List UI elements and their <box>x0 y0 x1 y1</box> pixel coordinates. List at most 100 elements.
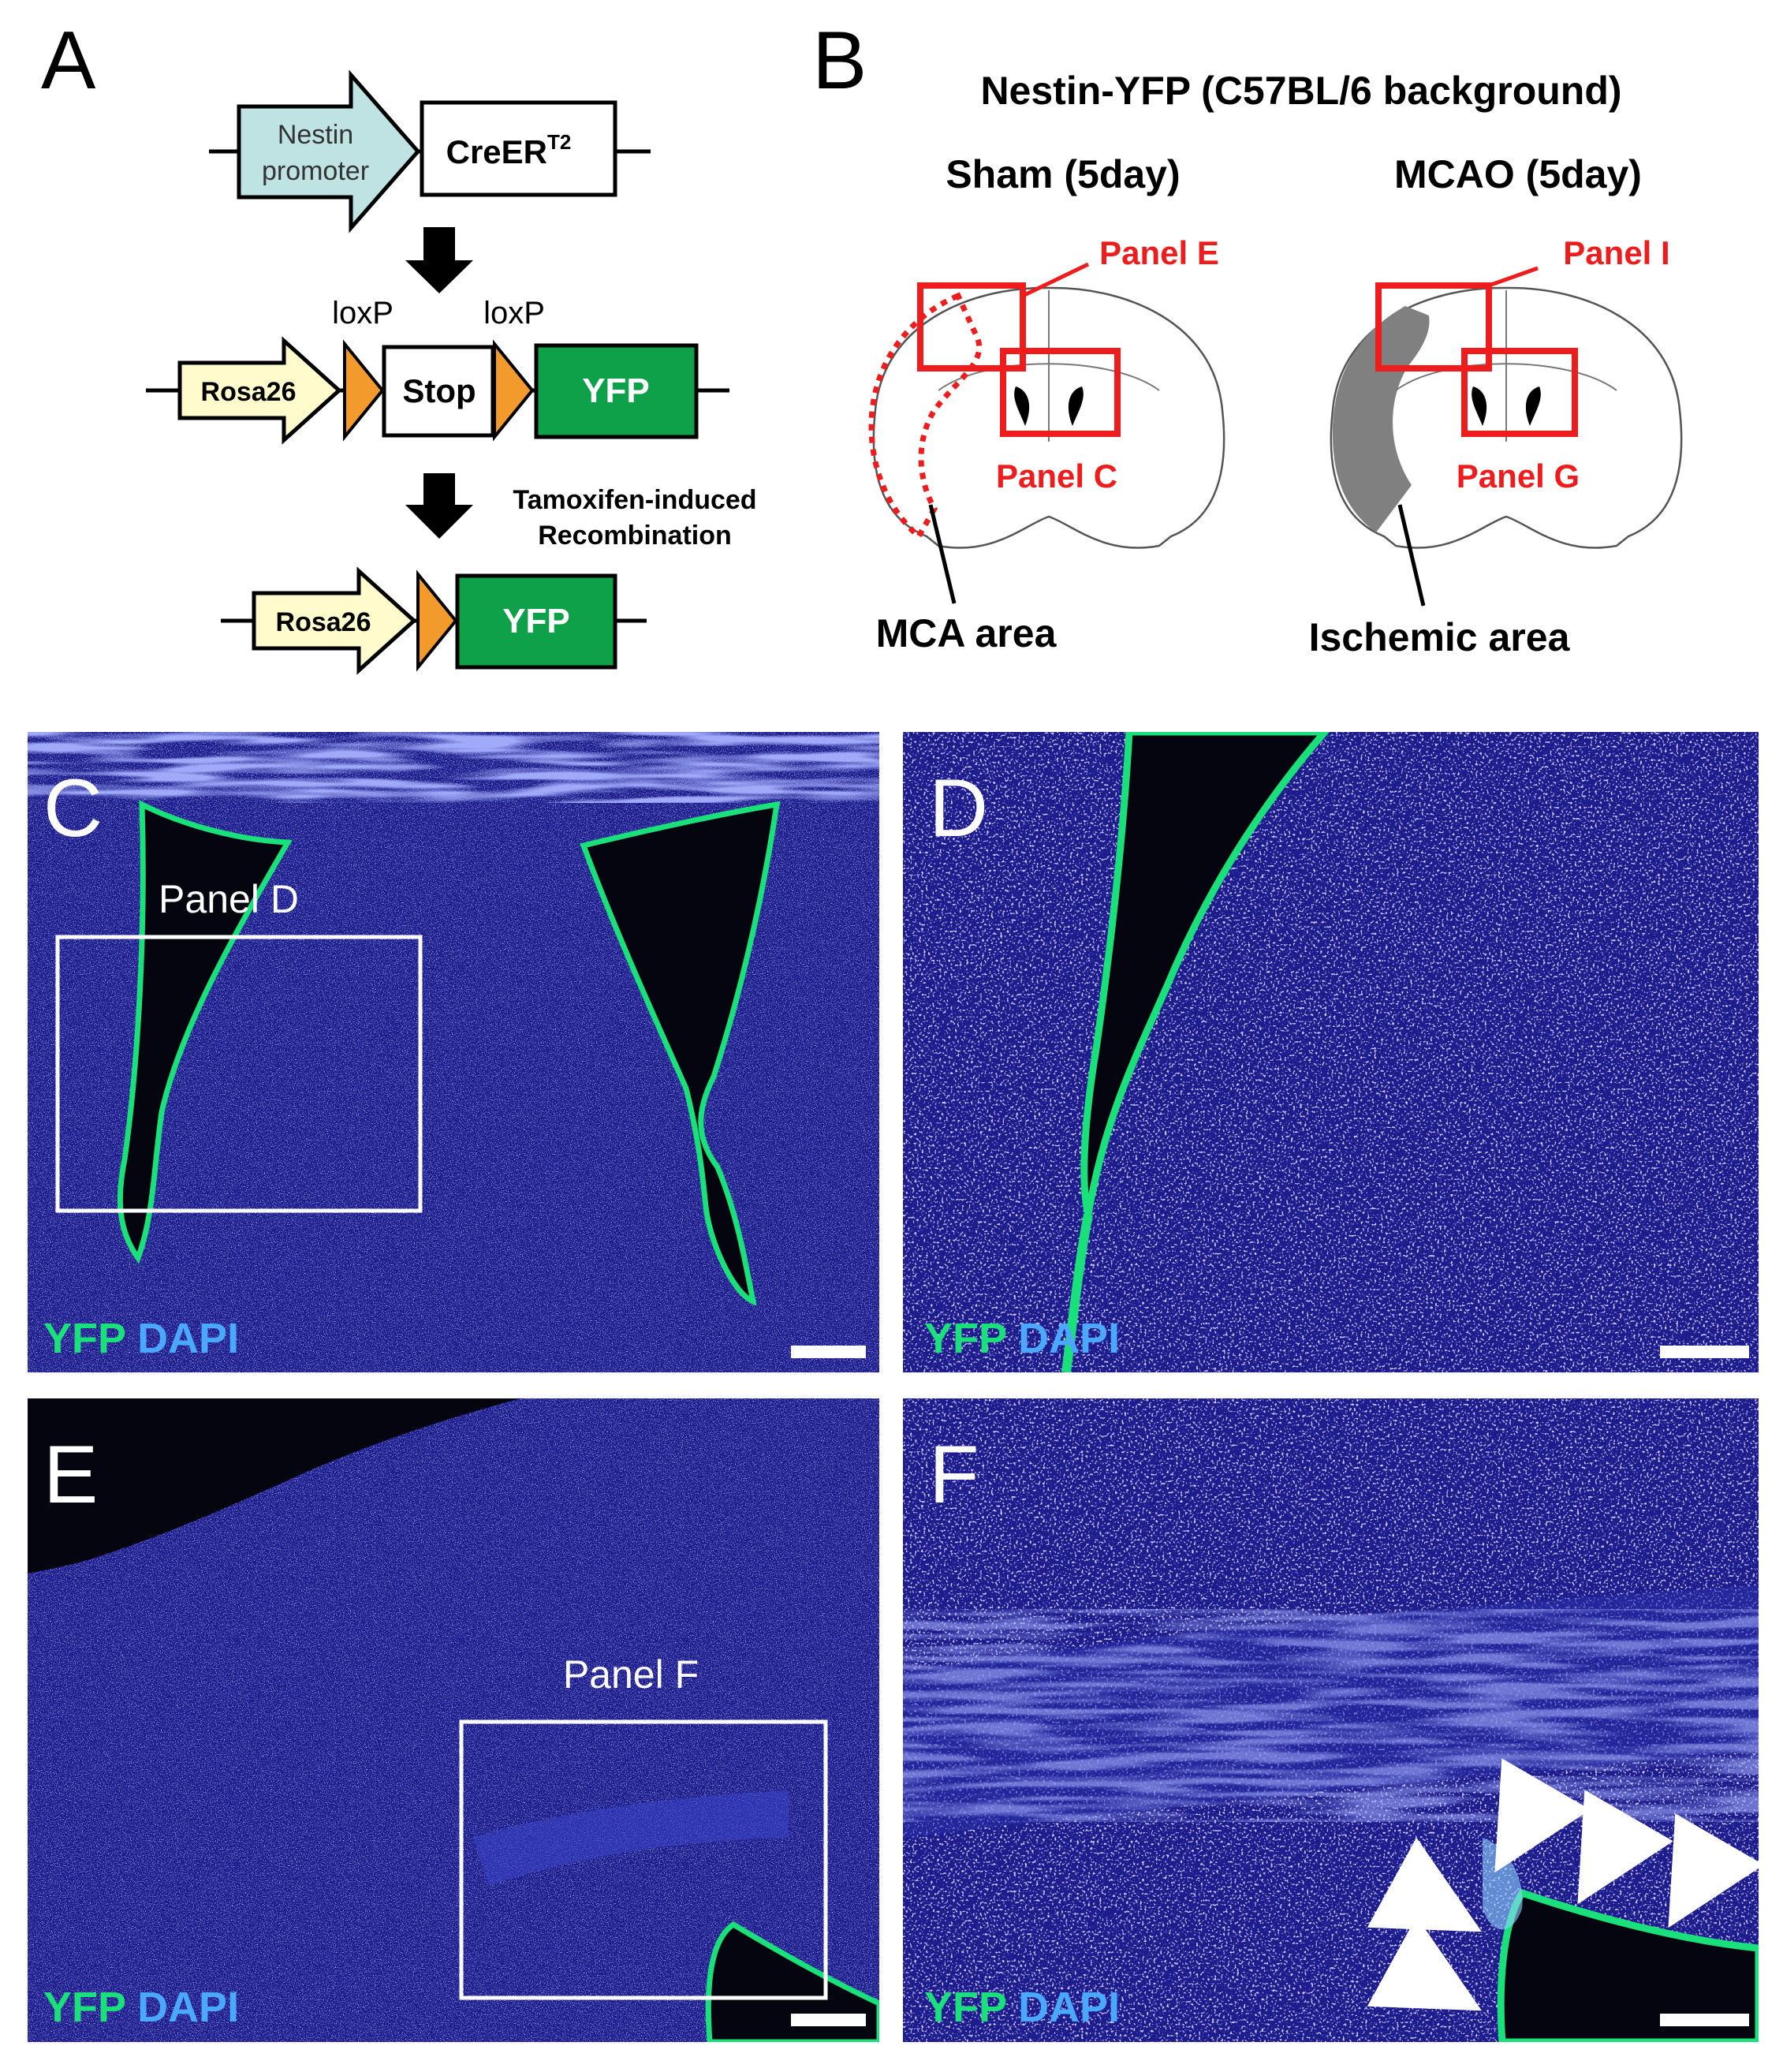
mcao-panel-g-label: Panel G <box>1457 457 1580 495</box>
sham-ventricle-left <box>1014 386 1030 426</box>
panel-e-yfp-label: YFP <box>43 1984 125 2031</box>
panel-letter-f: F <box>929 1429 979 1521</box>
panel-f-fiber-texture <box>903 1609 1759 1822</box>
yfp-box-2 <box>455 573 617 670</box>
panel-letter-e: E <box>43 1429 98 1521</box>
schematic-title: Nestin-YFP (C57BL/6 background) <box>980 69 1621 113</box>
creer-box <box>420 100 617 197</box>
panel-d-ventricle <box>1080 732 1330 1216</box>
panel-c-stain-label: YFP DAPI <box>43 1315 239 1362</box>
panel-d-inset-box <box>55 935 423 1213</box>
mcao-box-panel-g <box>1461 348 1578 437</box>
recombination-line2: Recombination <box>538 521 732 551</box>
mcao-panel-i-label: Panel I <box>1563 234 1669 271</box>
mcao-brain-section: Panel I Panel G Ischemic area <box>1309 234 1683 659</box>
panel-d-inset-label: Panel D <box>159 877 299 921</box>
panel-f-arrow-2 <box>1577 1790 1673 1905</box>
sham-panel-c-label: Panel C <box>996 457 1117 495</box>
sham-box-panel-e <box>917 282 1026 371</box>
panel-c-yfp-label: YFP <box>43 1315 125 1362</box>
sham-title: Sham (5day) <box>946 152 1180 196</box>
panel-letter-c: C <box>43 763 103 854</box>
panel-f-scale-bar <box>1660 2014 1749 2026</box>
panel-f: F YFP DAPI <box>903 1398 1759 2042</box>
panel-letter-b: B <box>812 15 867 106</box>
panel-e-ventricle-corner <box>705 1921 879 2042</box>
sham-corpus-callosum <box>938 363 1160 391</box>
panel-f-arrow-5 <box>1367 1916 1483 2011</box>
panel-b: B Nestin-YFP (C57BL/6 background) Sham (… <box>812 15 1683 659</box>
mca-area-leader <box>928 504 957 604</box>
panel-f-arrow-3 <box>1668 1813 1759 1928</box>
yfp-box <box>534 343 699 439</box>
down-arrow-2 <box>405 473 473 539</box>
panel-d-ependymal-strand <box>1061 1213 1093 1372</box>
rosa26-label: Rosa26 <box>201 377 297 407</box>
sham-box-panel-c <box>1000 348 1121 437</box>
ischemic-area-leader <box>1397 504 1426 607</box>
sham-brain-section: Panel E Panel C MCA area <box>868 234 1225 655</box>
mcao-box-panel-i <box>1375 282 1492 371</box>
panel-a: A Nestin promoter CreERT2 loxP loxP Rosa… <box>41 15 757 675</box>
creer-label-superscript: T2 <box>547 130 571 154</box>
creer-label: CreERT2 <box>446 130 572 170</box>
loxp-right-label: loxP <box>483 296 545 330</box>
panel-f-inset-box <box>459 1719 828 2000</box>
panel-d: D YFP DAPI <box>903 732 1759 1372</box>
panel-letter-d: D <box>929 763 988 854</box>
sham-ventricle-right <box>1068 386 1084 426</box>
panel-d-stain-label: YFP DAPI <box>924 1315 1120 1362</box>
panel-f-ventricle <box>1497 1888 1759 2042</box>
panel-f-arrow-4 <box>1367 1837 1483 1932</box>
mcao-ventricle-right <box>1525 386 1541 426</box>
panel-letter-a: A <box>41 15 96 106</box>
sham-panel-e-label: Panel E <box>1099 234 1219 271</box>
recombination-line1: Tamoxifen-induced <box>513 485 756 515</box>
creer-label-main: CreER <box>446 133 547 170</box>
loxp-triangle-merged <box>416 569 458 672</box>
mca-area-outline <box>868 292 983 541</box>
panel-f-arrows <box>1367 1758 1759 2011</box>
panel-e-fiber-band <box>473 1790 789 1885</box>
loxp-left-label: loxP <box>332 296 394 330</box>
nestin-promoter-arrow <box>237 69 421 233</box>
panel-f-inset-label: Panel F <box>563 1652 699 1697</box>
loxp-right-triangle <box>493 339 535 442</box>
rosa26-arrow <box>177 336 342 445</box>
panel-c-white-matter <box>28 732 879 803</box>
ischemic-area <box>1332 306 1430 532</box>
panel-c-dapi-label: DAPI <box>137 1315 239 1362</box>
panel-f-yfp-cluster <box>1483 1838 1523 1930</box>
mca-area-label: MCA area <box>876 611 1057 655</box>
panel-c: Panel D C YFP DAPI <box>28 732 879 1372</box>
sham-leader-panel-e <box>1021 262 1090 298</box>
stop-label: Stop <box>402 372 476 409</box>
mcao-title: MCAO (5day) <box>1394 152 1642 196</box>
yfp-label-2: YFP <box>502 602 570 640</box>
nestin-label-line1: Nestin <box>278 120 353 150</box>
mcao-ventricle-left <box>1472 386 1487 426</box>
rosa26-label-2: Rosa26 <box>276 607 371 637</box>
stop-box <box>382 345 495 438</box>
panel-d-grain <box>903 732 1759 1372</box>
panel-e: Panel F E YFP DAPI <box>28 1398 879 2042</box>
panel-d-dapi-label: DAPI <box>1018 1315 1120 1362</box>
panel-f-yfp-label: YFP <box>924 1984 1006 2031</box>
mcao-corpus-callosum <box>1395 363 1617 391</box>
down-arrow-1 <box>405 227 473 293</box>
nestin-label-line2: promoter <box>262 156 369 186</box>
panel-c-ventricle-right <box>580 801 781 1306</box>
panel-e-dapi-label: DAPI <box>137 1984 239 2031</box>
panel-f-stain-label: YFP DAPI <box>924 1984 1120 2031</box>
panel-e-dark-region <box>28 1398 520 1574</box>
panel-d-yfp-label: YFP <box>924 1315 1006 1362</box>
panel-c-ventricle-left <box>117 800 293 1264</box>
mcao-leader-panel-i <box>1488 266 1539 288</box>
loxp-left-triangle <box>343 339 385 442</box>
panel-f-dapi-label: DAPI <box>1018 1984 1120 2031</box>
ischemic-area-label: Ischemic area <box>1309 615 1571 659</box>
panel-f-arrow-1 <box>1494 1758 1591 1873</box>
panel-e-stain-label: YFP DAPI <box>43 1984 239 2031</box>
panel-e-scale-bar <box>791 2014 866 2026</box>
